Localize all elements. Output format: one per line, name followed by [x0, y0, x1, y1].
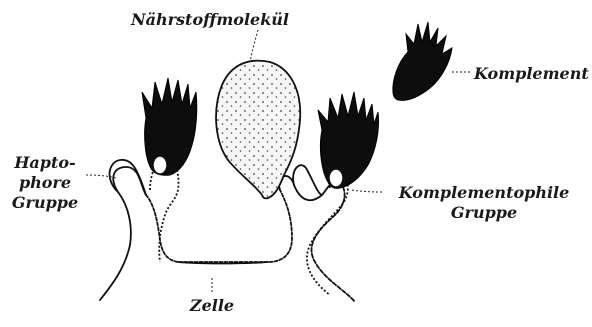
free-complement-shape: [393, 22, 452, 100]
label-haptophore-line1: Hapto-: [2, 153, 88, 172]
left-complement-shape: [142, 78, 197, 175]
label-haptophore-line2: phore: [2, 173, 88, 192]
label-complementophile-line1: Komplementophile: [382, 183, 586, 202]
right-complement-shape: [318, 92, 379, 188]
label-haptophore-line3: Gruppe: [2, 193, 88, 212]
label-complement: Komplement: [474, 64, 589, 83]
label-nutrient-molecule: Nährstoffmolekül: [110, 10, 310, 29]
label-complementophile-line2: Gruppe: [382, 203, 586, 222]
nutrient-molecule-shape: [216, 61, 300, 199]
label-cell: Zelle: [172, 296, 252, 315]
